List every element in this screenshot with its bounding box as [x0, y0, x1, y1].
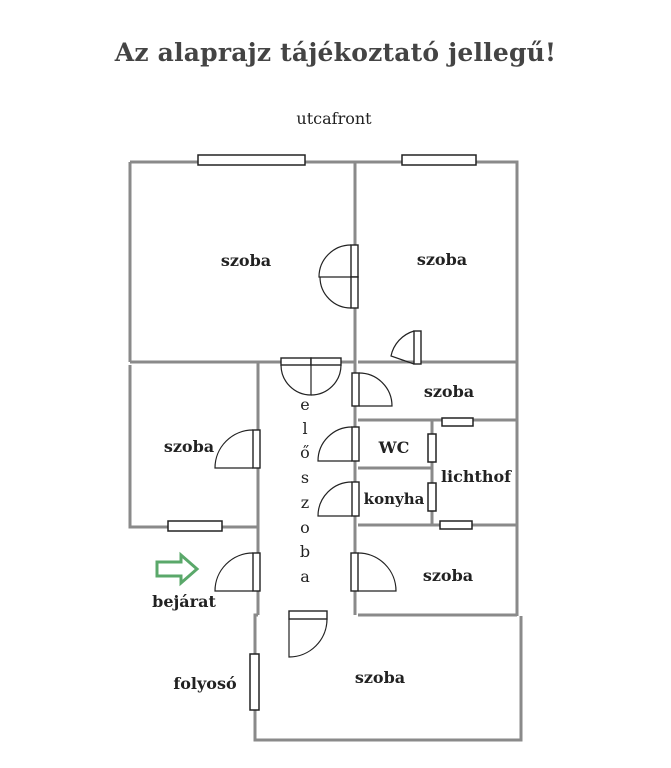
entrance-label: bejárat: [152, 592, 216, 611]
hall-letter: s: [301, 468, 309, 487]
entrance-door-icon: [214, 552, 261, 592]
window: [197, 154, 306, 166]
room-label-bottom: szoba: [355, 668, 405, 687]
page-title: Az alaprajz tájékoztató jellegű!: [114, 38, 557, 67]
room-label-top-right: szoba: [417, 250, 467, 269]
window: [427, 482, 437, 512]
room-label-left: szoba: [164, 437, 214, 456]
door-icon: [214, 429, 261, 469]
hall-label: e l ő s z o b a: [300, 395, 310, 586]
room-label-mid-right: szoba: [424, 382, 474, 401]
doors: [214, 244, 422, 658]
double-door-icon: [280, 357, 342, 396]
hall-letter: o: [300, 518, 310, 537]
street-label: utcafront: [296, 109, 372, 128]
door-icon: [350, 552, 397, 592]
windows: [167, 154, 477, 711]
door-icon: [317, 426, 360, 462]
hall-letter: a: [300, 567, 310, 586]
hall-letter: z: [301, 493, 309, 512]
window: [249, 653, 260, 711]
hall-letter: l: [302, 419, 307, 438]
window: [427, 433, 437, 463]
room-label-lichthof: lichthof: [441, 467, 512, 486]
room-label-konyha: konyha: [364, 490, 425, 508]
door-icon: [317, 481, 360, 517]
room-label-wc: WC: [378, 438, 410, 457]
window: [441, 417, 474, 427]
hall-letter: b: [300, 542, 310, 561]
hall-letter: ő: [300, 443, 310, 462]
room-label-lower-right: szoba: [423, 566, 473, 585]
window: [439, 520, 473, 530]
window: [167, 520, 223, 532]
door-icon: [288, 610, 328, 658]
hall-letter: e: [300, 395, 309, 414]
window: [401, 154, 477, 166]
entrance-arrow-icon: [155, 551, 200, 587]
corridor-label: folyosó: [173, 674, 237, 693]
room-label-top-left: szoba: [221, 251, 271, 270]
double-door-icon: [318, 244, 359, 309]
door-icon: [351, 372, 393, 407]
door-icon: [390, 330, 422, 365]
